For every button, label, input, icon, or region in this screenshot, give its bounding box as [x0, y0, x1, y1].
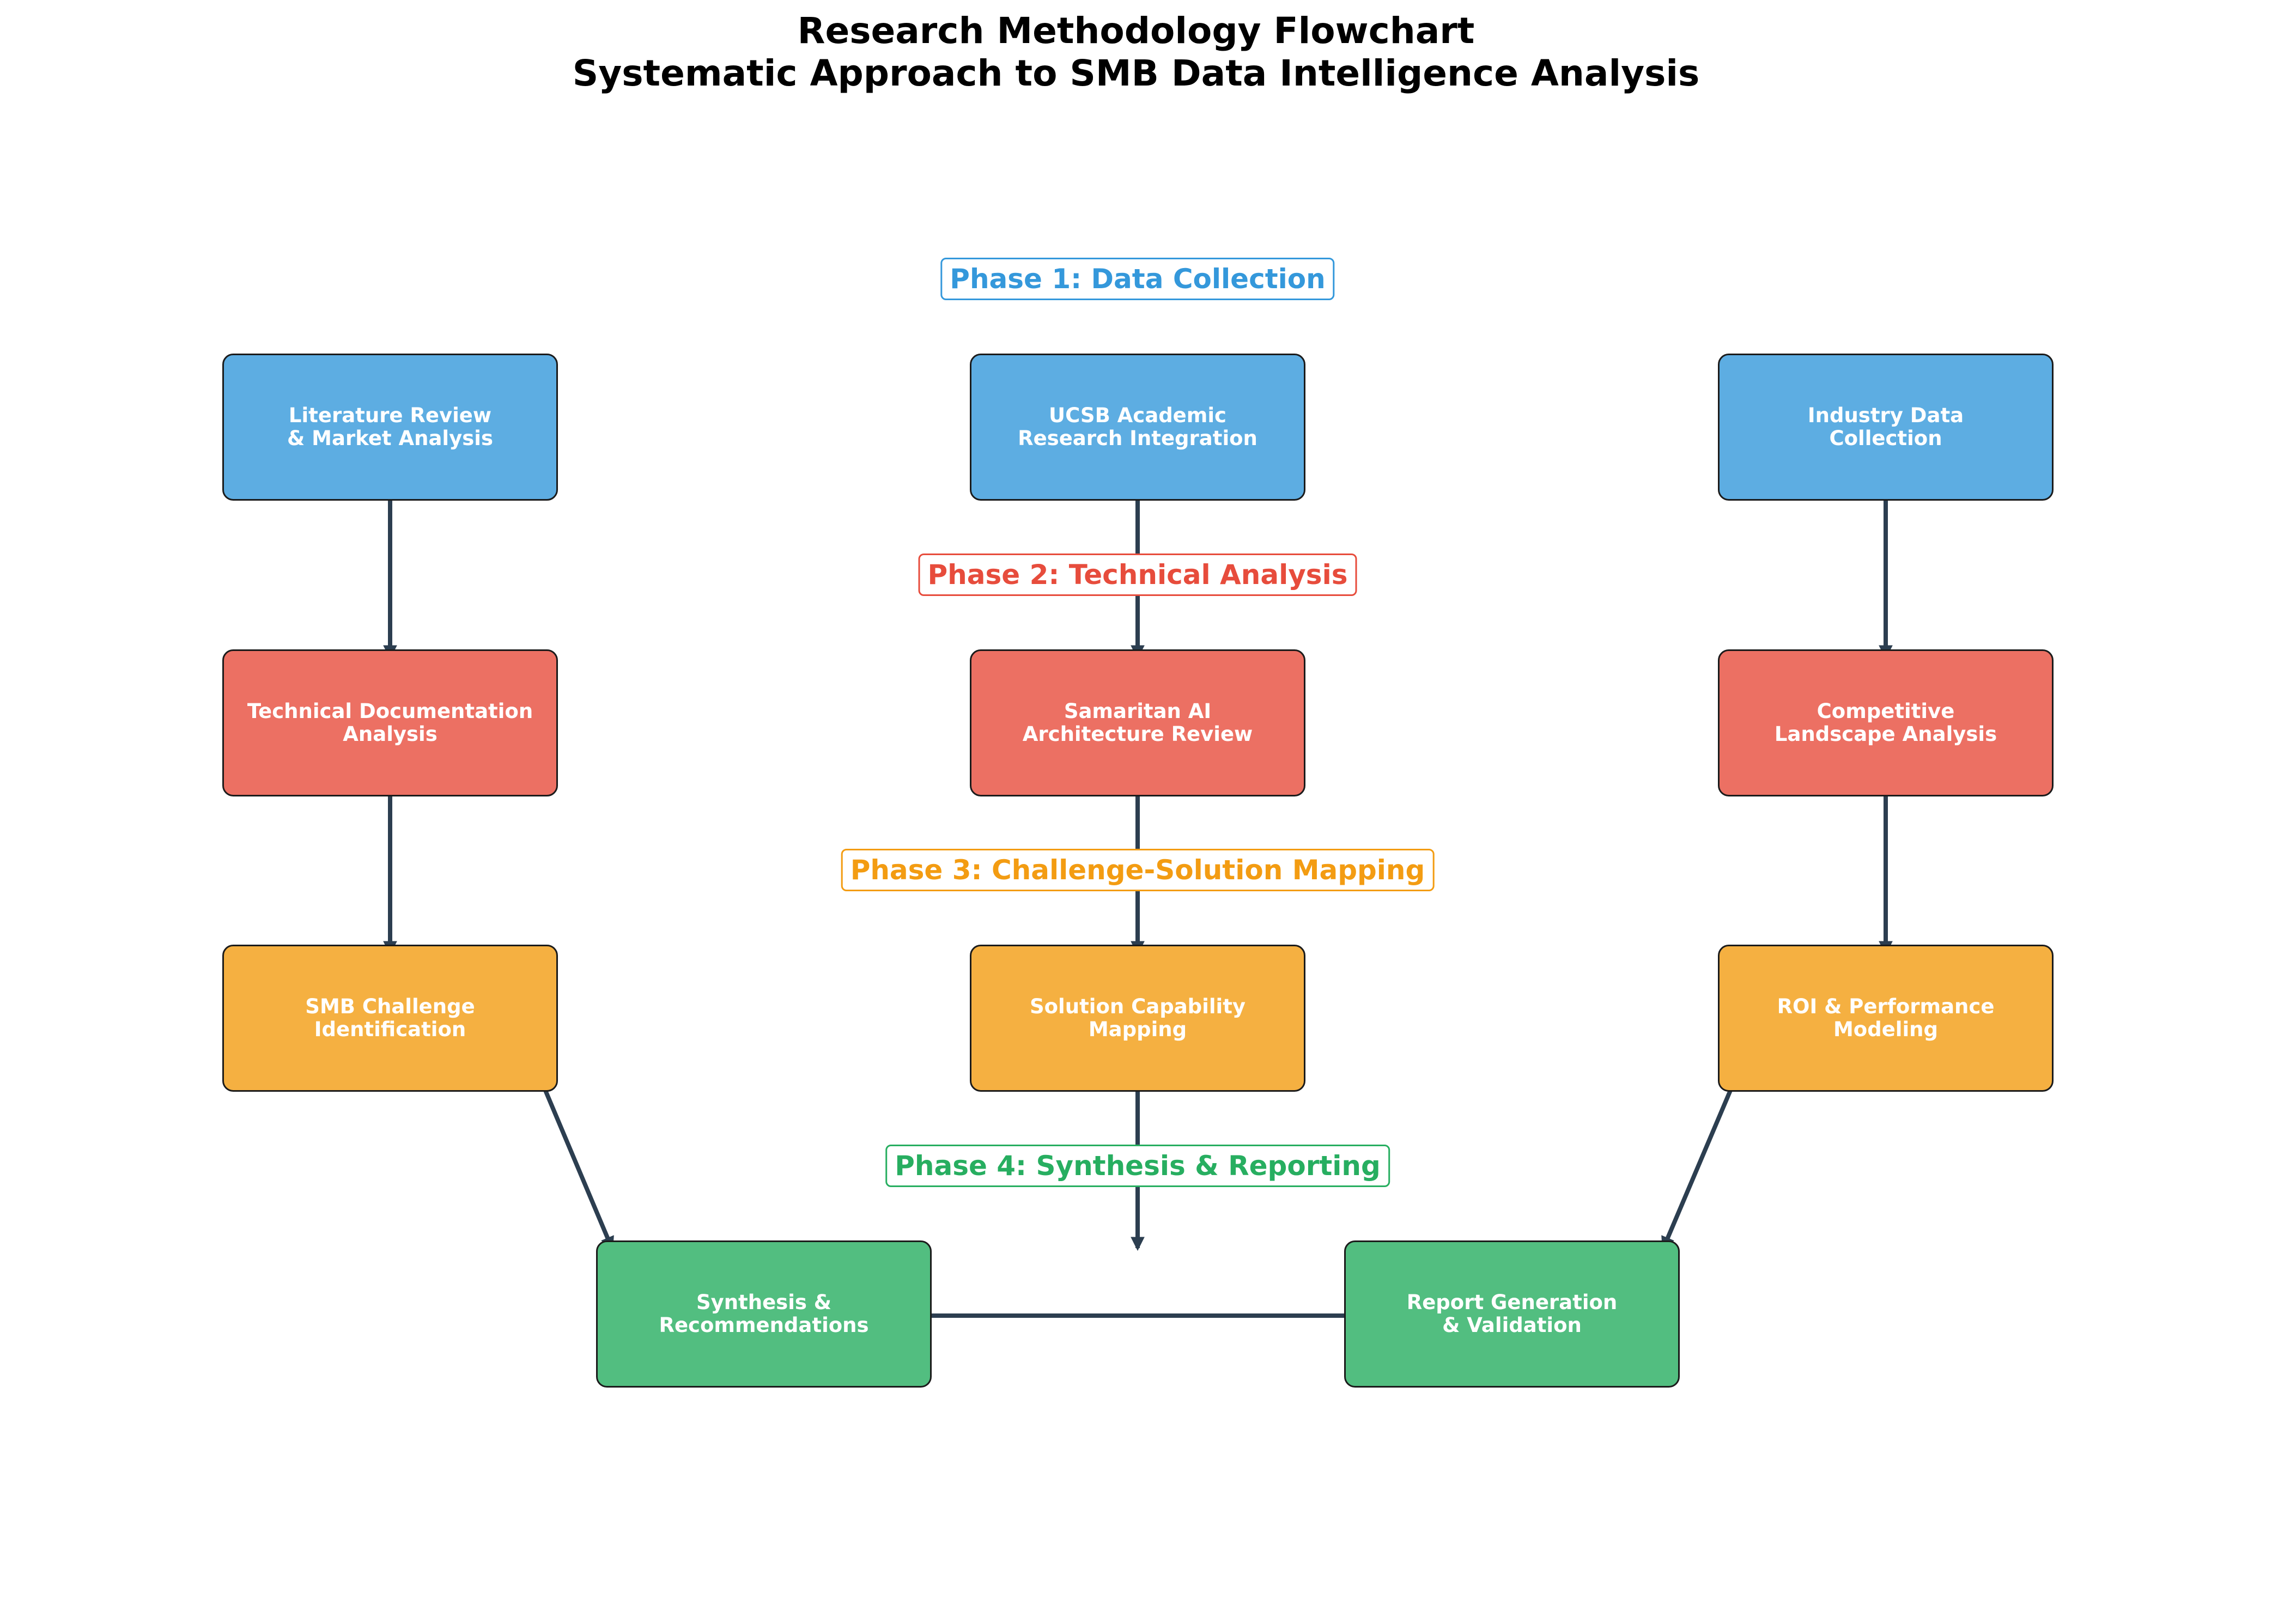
- node-samaritan-ai: Samaritan AI Architecture Review: [970, 649, 1305, 796]
- phase-1-label: Phase 1: Data Collection: [940, 258, 1335, 300]
- node-label-line-2: Recommendations: [659, 1313, 869, 1337]
- node-ucsb-research: UCSB Academic Research Integration: [970, 354, 1305, 501]
- node-label-line-2: & Validation: [1442, 1313, 1582, 1337]
- node-label-line-1: Report Generation: [1406, 1291, 1618, 1314]
- node-report-generation: Report Generation & Validation: [1344, 1240, 1680, 1388]
- node-industry-data: Industry Data Collection: [1718, 354, 2054, 501]
- node-label-line-1: Technical Documentation: [247, 700, 533, 723]
- phase-3-label: Phase 3: Challenge-Solution Mapping: [841, 849, 1435, 891]
- node-technical-documentation: Technical Documentation Analysis: [222, 649, 558, 796]
- title-line-2: Systematic Approach to SMB Data Intellig…: [572, 52, 1700, 94]
- node-label-line-2: Collection: [1829, 427, 1942, 450]
- node-label-line-2: Research Integration: [1018, 427, 1258, 450]
- node-label-line-2: Landscape Analysis: [1774, 722, 1997, 746]
- arrow-roi-to-report: [1661, 1080, 1736, 1251]
- node-label-line-2: Identification: [314, 1018, 466, 1041]
- node-label-line-1: UCSB Academic: [1049, 404, 1226, 427]
- phase-4-label: Phase 4: Synthesis & Reporting: [885, 1145, 1390, 1187]
- node-label-line-1: ROI & Performance: [1777, 995, 1995, 1018]
- arrow-smb-to-synthesis: [539, 1080, 614, 1251]
- node-literature-review: Literature Review & Market Analysis: [222, 354, 558, 501]
- node-label-line-2: & Market Analysis: [287, 427, 493, 450]
- chart-title: Research Methodology Flowchart Systemati…: [0, 10, 2272, 95]
- title-line-1: Research Methodology Flowchart: [797, 10, 1475, 52]
- node-label-line-2: Architecture Review: [1022, 722, 1253, 746]
- node-label-line-2: Mapping: [1088, 1018, 1187, 1041]
- node-smb-challenge: SMB Challenge Identification: [222, 945, 558, 1092]
- node-label-line-2: Modeling: [1833, 1018, 1938, 1041]
- node-synthesis: Synthesis & Recommendations: [596, 1240, 932, 1388]
- node-label-line-1: SMB Challenge: [305, 995, 475, 1018]
- node-label-line-1: Competitive: [1817, 700, 1955, 723]
- node-label-line-1: Solution Capability: [1029, 995, 1246, 1018]
- node-solution-capability: Solution Capability Mapping: [970, 945, 1305, 1092]
- node-label-line-1: Synthesis &: [696, 1291, 832, 1314]
- node-label-line-1: Literature Review: [288, 404, 492, 427]
- phase-2-label: Phase 2: Technical Analysis: [918, 554, 1357, 596]
- node-label-line-1: Industry Data: [1807, 404, 1964, 427]
- node-label-line-2: Analysis: [343, 722, 438, 746]
- node-label-line-1: Samaritan AI: [1064, 700, 1212, 723]
- node-competitive-landscape: Competitive Landscape Analysis: [1718, 649, 2054, 796]
- node-roi-performance: ROI & Performance Modeling: [1718, 945, 2054, 1092]
